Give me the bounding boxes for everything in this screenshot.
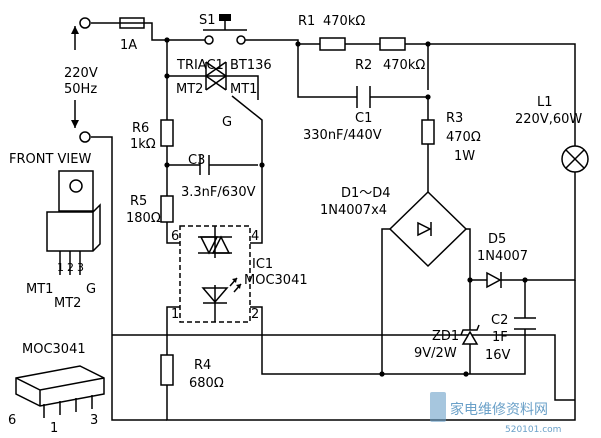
ic1-pin2: 2 xyxy=(251,307,259,322)
bridge-rectifier: D1～D4 1N4007x4 xyxy=(320,186,468,268)
triac-label: TRIAC1 xyxy=(176,58,224,73)
watermark: 家电维修资料网 520101.com xyxy=(430,392,561,435)
c1-value: 330nF/440V xyxy=(303,128,382,143)
zd1-label: ZD1 xyxy=(432,329,459,344)
pkg-pin1: 1 xyxy=(57,261,64,274)
triac: TRIAC1 BT136 MT2 MT1 G xyxy=(176,58,272,130)
moc-pin1: 1 xyxy=(50,421,58,436)
l1-value: 220V,60W xyxy=(515,112,582,127)
watermark-url: 520101.com xyxy=(505,425,561,435)
front-view-label: FRONT VIEW xyxy=(9,152,91,167)
r1-value: 470kΩ xyxy=(323,14,365,29)
capacitor-c3: C3 3.3nF/630V xyxy=(181,153,256,200)
c3-value: 3.3nF/630V xyxy=(181,185,256,200)
c2-label: C2 xyxy=(491,313,508,328)
optocoupler-ic1: 6 4 1 2 IC1 MOC3041 xyxy=(171,225,308,323)
resistor-r5: R5 180Ω xyxy=(126,194,174,226)
c3-label: C3 xyxy=(188,153,205,168)
s1-label: S1 xyxy=(199,13,216,28)
fuse-label: 1A xyxy=(120,38,137,53)
resistor-r3: R3 470Ω 1W xyxy=(421,111,481,164)
r6-label: R6 xyxy=(132,121,149,136)
r4-label: R4 xyxy=(194,358,211,373)
ic1-part: MOC3041 xyxy=(244,273,308,288)
bridge-label: D1～D4 xyxy=(341,186,391,201)
ic1-pin6: 6 xyxy=(171,229,179,244)
c2-voltage: 16V xyxy=(485,348,511,363)
d5-value: 1N4007 xyxy=(477,249,528,264)
moc3041-package: MOC3041 6 1 3 xyxy=(8,342,105,436)
c2-value: 1F xyxy=(492,330,508,345)
resistor-r2: R2 470kΩ xyxy=(355,37,425,73)
c1-label: C1 xyxy=(355,111,372,126)
r5-label: R5 xyxy=(130,194,147,209)
triac-mt2: MT2 xyxy=(176,82,203,97)
ic1-pin1: 1 xyxy=(171,307,179,322)
r2-value: 470kΩ xyxy=(383,58,425,73)
pkg-pin3: 3 xyxy=(77,261,84,274)
ic1-pin4: 4 xyxy=(251,229,259,244)
capacitor-c2: C2 1F 16V xyxy=(485,313,536,363)
supply-voltage: 220V xyxy=(64,66,98,81)
triac-part: BT136 xyxy=(230,58,272,73)
r5-value: 180Ω xyxy=(126,211,161,226)
r4-value: 680Ω xyxy=(189,376,224,391)
l1-label: L1 xyxy=(537,95,553,110)
r3-label: R3 xyxy=(446,111,463,126)
r3-power: 1W xyxy=(454,149,475,164)
ic1-label: IC1 xyxy=(252,257,273,272)
resistor-r6: R6 1kΩ xyxy=(130,119,174,152)
r2-label: R2 xyxy=(355,58,372,73)
pkg-mt1: MT1 xyxy=(26,282,53,297)
junction-dots xyxy=(164,37,528,377)
pkg-pin2: 2 xyxy=(67,261,74,274)
capacitor-c1: C1 330nF/440V xyxy=(303,86,382,143)
resistor-r4: R4 680Ω xyxy=(160,354,224,391)
ac-supply: 220V 50Hz xyxy=(64,17,98,143)
bridge-value: 1N4007x4 xyxy=(320,203,387,218)
watermark-text: 家电维修资料网 xyxy=(450,401,548,418)
d5-label: D5 xyxy=(488,232,506,247)
resistor-r1: R1 470kΩ xyxy=(298,14,365,51)
pkg-mt2: MT2 xyxy=(54,296,81,311)
fuse: 1A xyxy=(119,17,145,53)
r6-value: 1kΩ xyxy=(130,137,156,152)
moc-pin6: 6 xyxy=(8,413,16,428)
triac-mt1: MT1 xyxy=(230,82,257,97)
triac-package-front-view: FRONT VIEW 1 2 3 MT1 MT2 G xyxy=(9,152,101,311)
diode-d5: D5 1N4007 xyxy=(477,232,528,289)
zd1-value: 9V/2W xyxy=(414,346,457,361)
pkg-g: G xyxy=(86,282,96,297)
moc-pin3: 3 xyxy=(90,413,98,428)
wires xyxy=(91,22,576,421)
supply-frequency: 50Hz xyxy=(64,82,97,97)
zener-zd1: ZD1 9V/2W xyxy=(414,324,480,361)
moc-package-title: MOC3041 xyxy=(22,342,86,357)
r1-label: R1 xyxy=(298,14,315,29)
triac-gate: G xyxy=(222,115,232,130)
switch-s1: S1 xyxy=(199,13,247,45)
r3-value: 470Ω xyxy=(446,130,481,145)
lamp-l1: L1 220V,60W xyxy=(515,95,589,173)
